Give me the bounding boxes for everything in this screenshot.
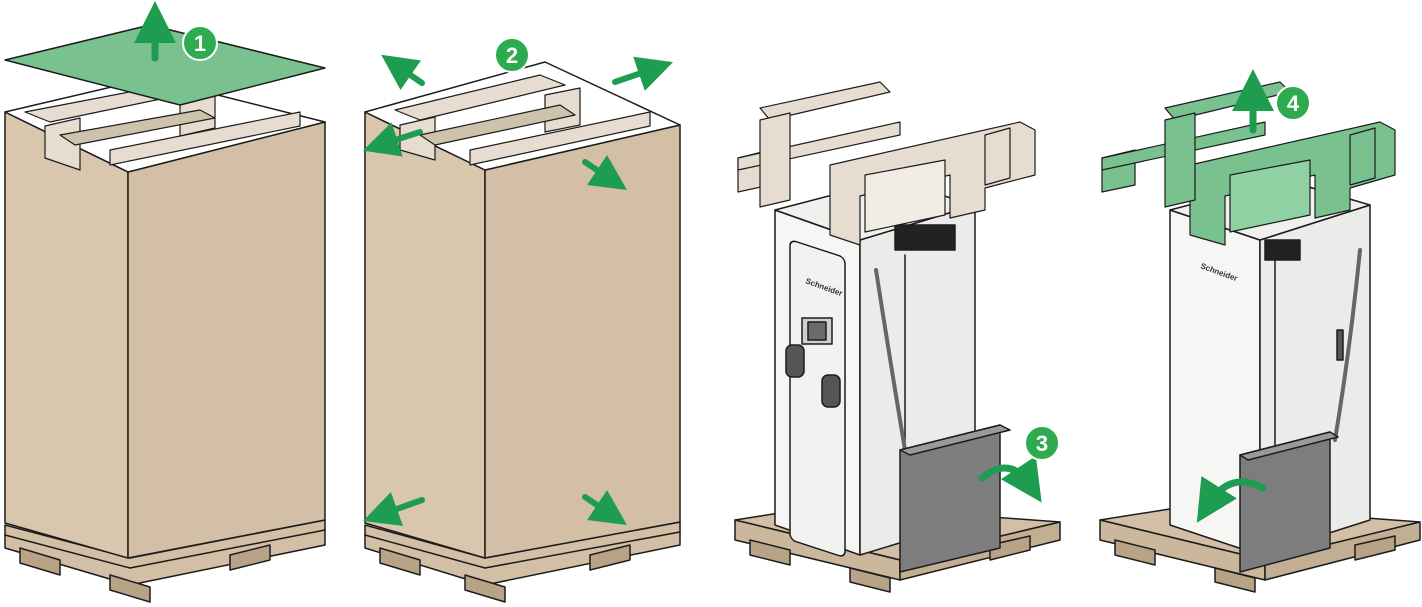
step-4-panel: Schneider 4 <box>1099 69 1421 593</box>
foam-frame[interactable] <box>1101 81 1396 246</box>
pallet <box>364 521 681 603</box>
step-number: 1 <box>194 31 206 56</box>
step-number: 4 <box>1287 91 1300 116</box>
curved-arrow-icon <box>978 455 1042 503</box>
step-2-panel: 2 <box>362 37 681 603</box>
top-lid[interactable] <box>4 24 326 106</box>
carton <box>4 77 326 559</box>
carton <box>364 61 681 559</box>
step-3-panel: Schneider 3 <box>734 81 1061 593</box>
step-badge-3: 3 <box>1024 425 1060 461</box>
step-number: 2 <box>506 43 518 68</box>
curved-arrow-icon <box>1196 476 1267 523</box>
foam-frame <box>394 74 651 166</box>
step-badge-1: 1 <box>182 25 218 61</box>
step-1-panel: 1 <box>4 1 326 603</box>
foam-frame <box>737 81 1036 246</box>
outward-arrow-icon <box>362 54 674 526</box>
foam-frame <box>24 87 301 171</box>
bottom-panel[interactable] <box>899 424 1011 573</box>
step-number: 3 <box>1036 431 1048 456</box>
bottom-panel[interactable] <box>1239 431 1339 573</box>
step-badge-2: 2 <box>494 37 530 73</box>
step-badge-4: 4 <box>1275 85 1311 121</box>
